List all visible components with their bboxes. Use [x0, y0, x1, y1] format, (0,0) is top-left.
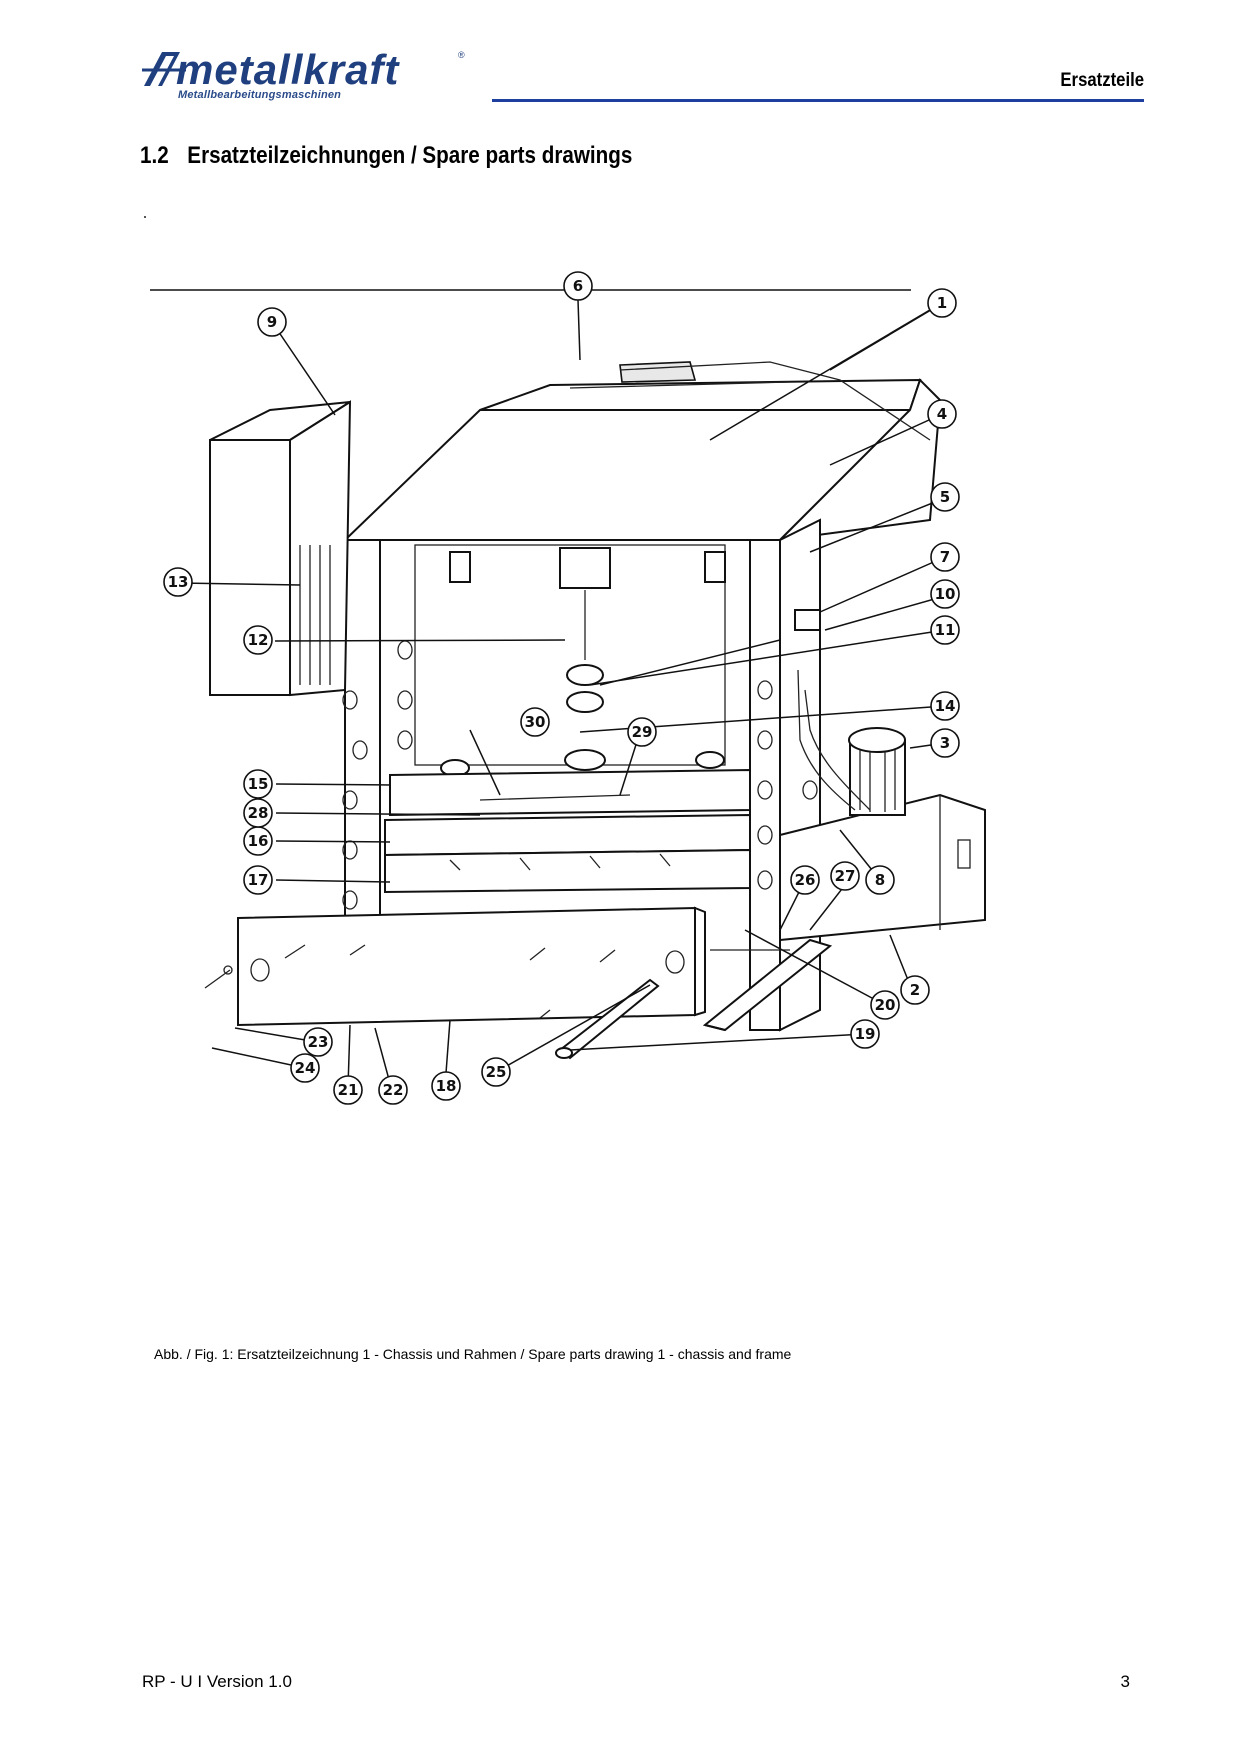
- callout-23: 23: [303, 1027, 333, 1057]
- callout-24: 24: [290, 1053, 320, 1083]
- logo-registered: ®: [458, 50, 465, 60]
- callout-29: 29: [627, 717, 657, 747]
- callout-label: 5: [940, 488, 950, 506]
- callout-label: 18: [436, 1077, 457, 1095]
- callout-label: 19: [855, 1025, 876, 1043]
- callout-18: 18: [431, 1071, 461, 1101]
- lower-blade: [384, 848, 751, 894]
- callout-label: 20: [875, 996, 896, 1014]
- callout-label: 27: [835, 867, 856, 885]
- callout-label: 16: [248, 832, 269, 850]
- section-number: 1.2: [140, 142, 169, 169]
- callout-label: 22: [383, 1081, 404, 1099]
- footer-version: RP - U I Version 1.0: [142, 1672, 292, 1691]
- section-heading: 1.2 Ersatzteilzeichnungen / Spare parts d…: [140, 142, 632, 170]
- spare-parts-drawing: 1 2 3 4 5 6 7 8 9 10 11 12 13 14 15 16 1…: [150, 270, 1110, 1230]
- top-cover: [619, 361, 697, 383]
- callout-20: 20: [870, 990, 900, 1020]
- callout-label: 24: [295, 1059, 316, 1077]
- callout-11: 11: [930, 615, 960, 645]
- callout-9: 9: [257, 307, 287, 337]
- callout-label: 17: [248, 871, 269, 889]
- callout-8: 8: [865, 865, 895, 895]
- callout-label: 13: [168, 573, 189, 591]
- callout-30: 30: [520, 707, 550, 737]
- main-cylinder: [559, 547, 611, 589]
- callout-2: 2: [900, 975, 930, 1005]
- callout-3: 3: [930, 728, 960, 758]
- header-section-title: Ersatzteile: [1060, 70, 1144, 91]
- callout-label: 8: [875, 871, 885, 889]
- callout-label: 7: [940, 548, 950, 566]
- motor-top: [848, 727, 906, 753]
- press-frame-diagram: 1 2 3 4 5 6 7 8 9 10 11 12 13 14 15 16 1…: [150, 271, 986, 1105]
- callout-label: 26: [795, 871, 816, 889]
- callout-label: 9: [267, 313, 277, 331]
- blade-holder: [384, 813, 751, 857]
- callout-label: 2: [910, 981, 920, 999]
- callout-22: 22: [378, 1075, 408, 1105]
- callout-5: 5: [930, 482, 960, 512]
- callout-label: 11: [935, 621, 956, 639]
- callout-label: 30: [525, 713, 546, 731]
- callout-6: 6: [563, 271, 593, 301]
- callout-14: 14: [930, 691, 960, 721]
- callout-10: 10: [930, 579, 960, 609]
- header-rule: [492, 99, 1144, 102]
- callout-label: 10: [935, 585, 956, 603]
- section-title: Ersatzteilzeichnungen / Spare parts draw…: [187, 142, 633, 169]
- callout-25: 25: [481, 1057, 511, 1087]
- callout-28: 28: [243, 798, 273, 828]
- callout-label: 23: [308, 1033, 329, 1051]
- callout-label: 25: [486, 1063, 507, 1081]
- callout-7: 7: [930, 542, 960, 572]
- logo-mark: metallkraft ®: [142, 46, 465, 93]
- callout-1: 1: [927, 288, 957, 318]
- company-logo: metallkraft ® Metallbearbeitungsmaschine…: [140, 46, 470, 104]
- callout-17: 17: [243, 865, 273, 895]
- callout-27: 27: [830, 861, 860, 891]
- callout-12: 12: [243, 625, 273, 655]
- callout-4: 4: [927, 399, 957, 429]
- control-cabinet-front: [209, 439, 291, 696]
- figure-caption: Abb. / Fig. 1: Ersatzteilzeichnung 1 - C…: [154, 1346, 792, 1362]
- logo-wordmark: metallkraft: [176, 46, 400, 93]
- callout-label: 21: [338, 1081, 359, 1099]
- callout-13: 13: [163, 567, 193, 597]
- right-column: [749, 539, 781, 1031]
- callout-19: 19: [850, 1019, 880, 1049]
- callout-label: 14: [935, 697, 956, 715]
- stray-dot: [144, 216, 146, 218]
- cover-bolts: [204, 944, 616, 1019]
- callout-label: 6: [573, 277, 583, 295]
- callout-26: 26: [790, 865, 820, 895]
- callout-21: 21: [333, 1075, 363, 1105]
- callout-label: 29: [632, 723, 653, 741]
- callout-15: 15: [243, 769, 273, 799]
- callout-label: 12: [248, 631, 269, 649]
- callout-label: 1: [937, 294, 947, 312]
- footer-page-number: 3: [1120, 1672, 1130, 1691]
- upper-beam: [389, 768, 751, 817]
- callout-label: 15: [248, 775, 269, 793]
- valve-block: [794, 609, 821, 631]
- callout-label: 28: [248, 804, 269, 822]
- logo-tagline: Metallbearbeitungsmaschinen: [178, 89, 342, 101]
- callout-label: 4: [937, 405, 947, 423]
- callout-16: 16: [243, 826, 273, 856]
- callout-label: 3: [940, 734, 950, 752]
